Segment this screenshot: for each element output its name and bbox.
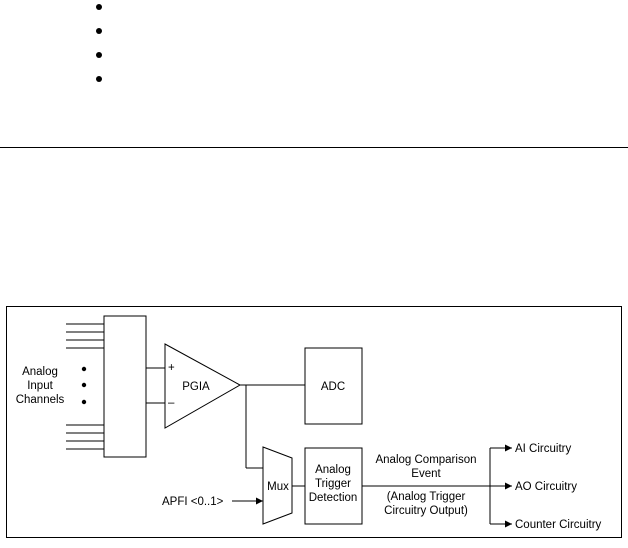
ao-circuitry-label: AO Circuitry bbox=[515, 481, 577, 493]
output-label-line-2: Circuitry Output) bbox=[384, 505, 468, 517]
channel-dot bbox=[81, 382, 87, 388]
mux-block bbox=[262, 446, 293, 525]
input-label-line-2: Input bbox=[27, 380, 53, 392]
adc-block bbox=[304, 347, 363, 425]
event-label-line-2: Event bbox=[411, 468, 441, 480]
trigger-label-line-1: Analog bbox=[315, 464, 351, 476]
pgia-amplifier bbox=[164, 343, 242, 429]
ai-circuitry-label: AI Circuitry bbox=[515, 443, 571, 455]
diagram-svg: Analog Input Channels + – PGIA ADC Mux A… bbox=[6, 306, 622, 538]
adc-label: ADC bbox=[321, 381, 345, 393]
pgia-label: PGIA bbox=[182, 381, 210, 393]
channel-dot bbox=[81, 366, 87, 372]
pgia-minus: – bbox=[168, 397, 175, 409]
bullet-dot bbox=[96, 4, 102, 10]
event-label-line-1: Analog Comparison bbox=[375, 454, 476, 466]
apfi-label: APFI <0..1> bbox=[162, 496, 224, 508]
horizontal-rule bbox=[0, 147, 628, 148]
analog-trigger-diagram: Analog Input Channels + – PGIA ADC Mux A… bbox=[0, 300, 628, 543]
bullet-dot bbox=[96, 28, 102, 34]
input-label-line-1: Analog bbox=[22, 366, 58, 378]
output-label-line-1: (Analog Trigger bbox=[387, 491, 466, 503]
bullet-dot bbox=[96, 76, 102, 82]
figure-frame bbox=[6, 306, 622, 538]
input-mux-block bbox=[103, 315, 147, 458]
mux-label: Mux bbox=[267, 481, 289, 493]
input-label-line-3: Channels bbox=[16, 394, 65, 406]
channel-dot bbox=[81, 399, 87, 405]
counter-circuitry-label: Counter Circuitry bbox=[515, 519, 602, 531]
trigger-label-line-3: Detection bbox=[309, 492, 358, 504]
pgia-plus: + bbox=[168, 362, 175, 374]
bullet-dot bbox=[96, 52, 102, 58]
trigger-label-line-2: Trigger bbox=[315, 478, 351, 490]
